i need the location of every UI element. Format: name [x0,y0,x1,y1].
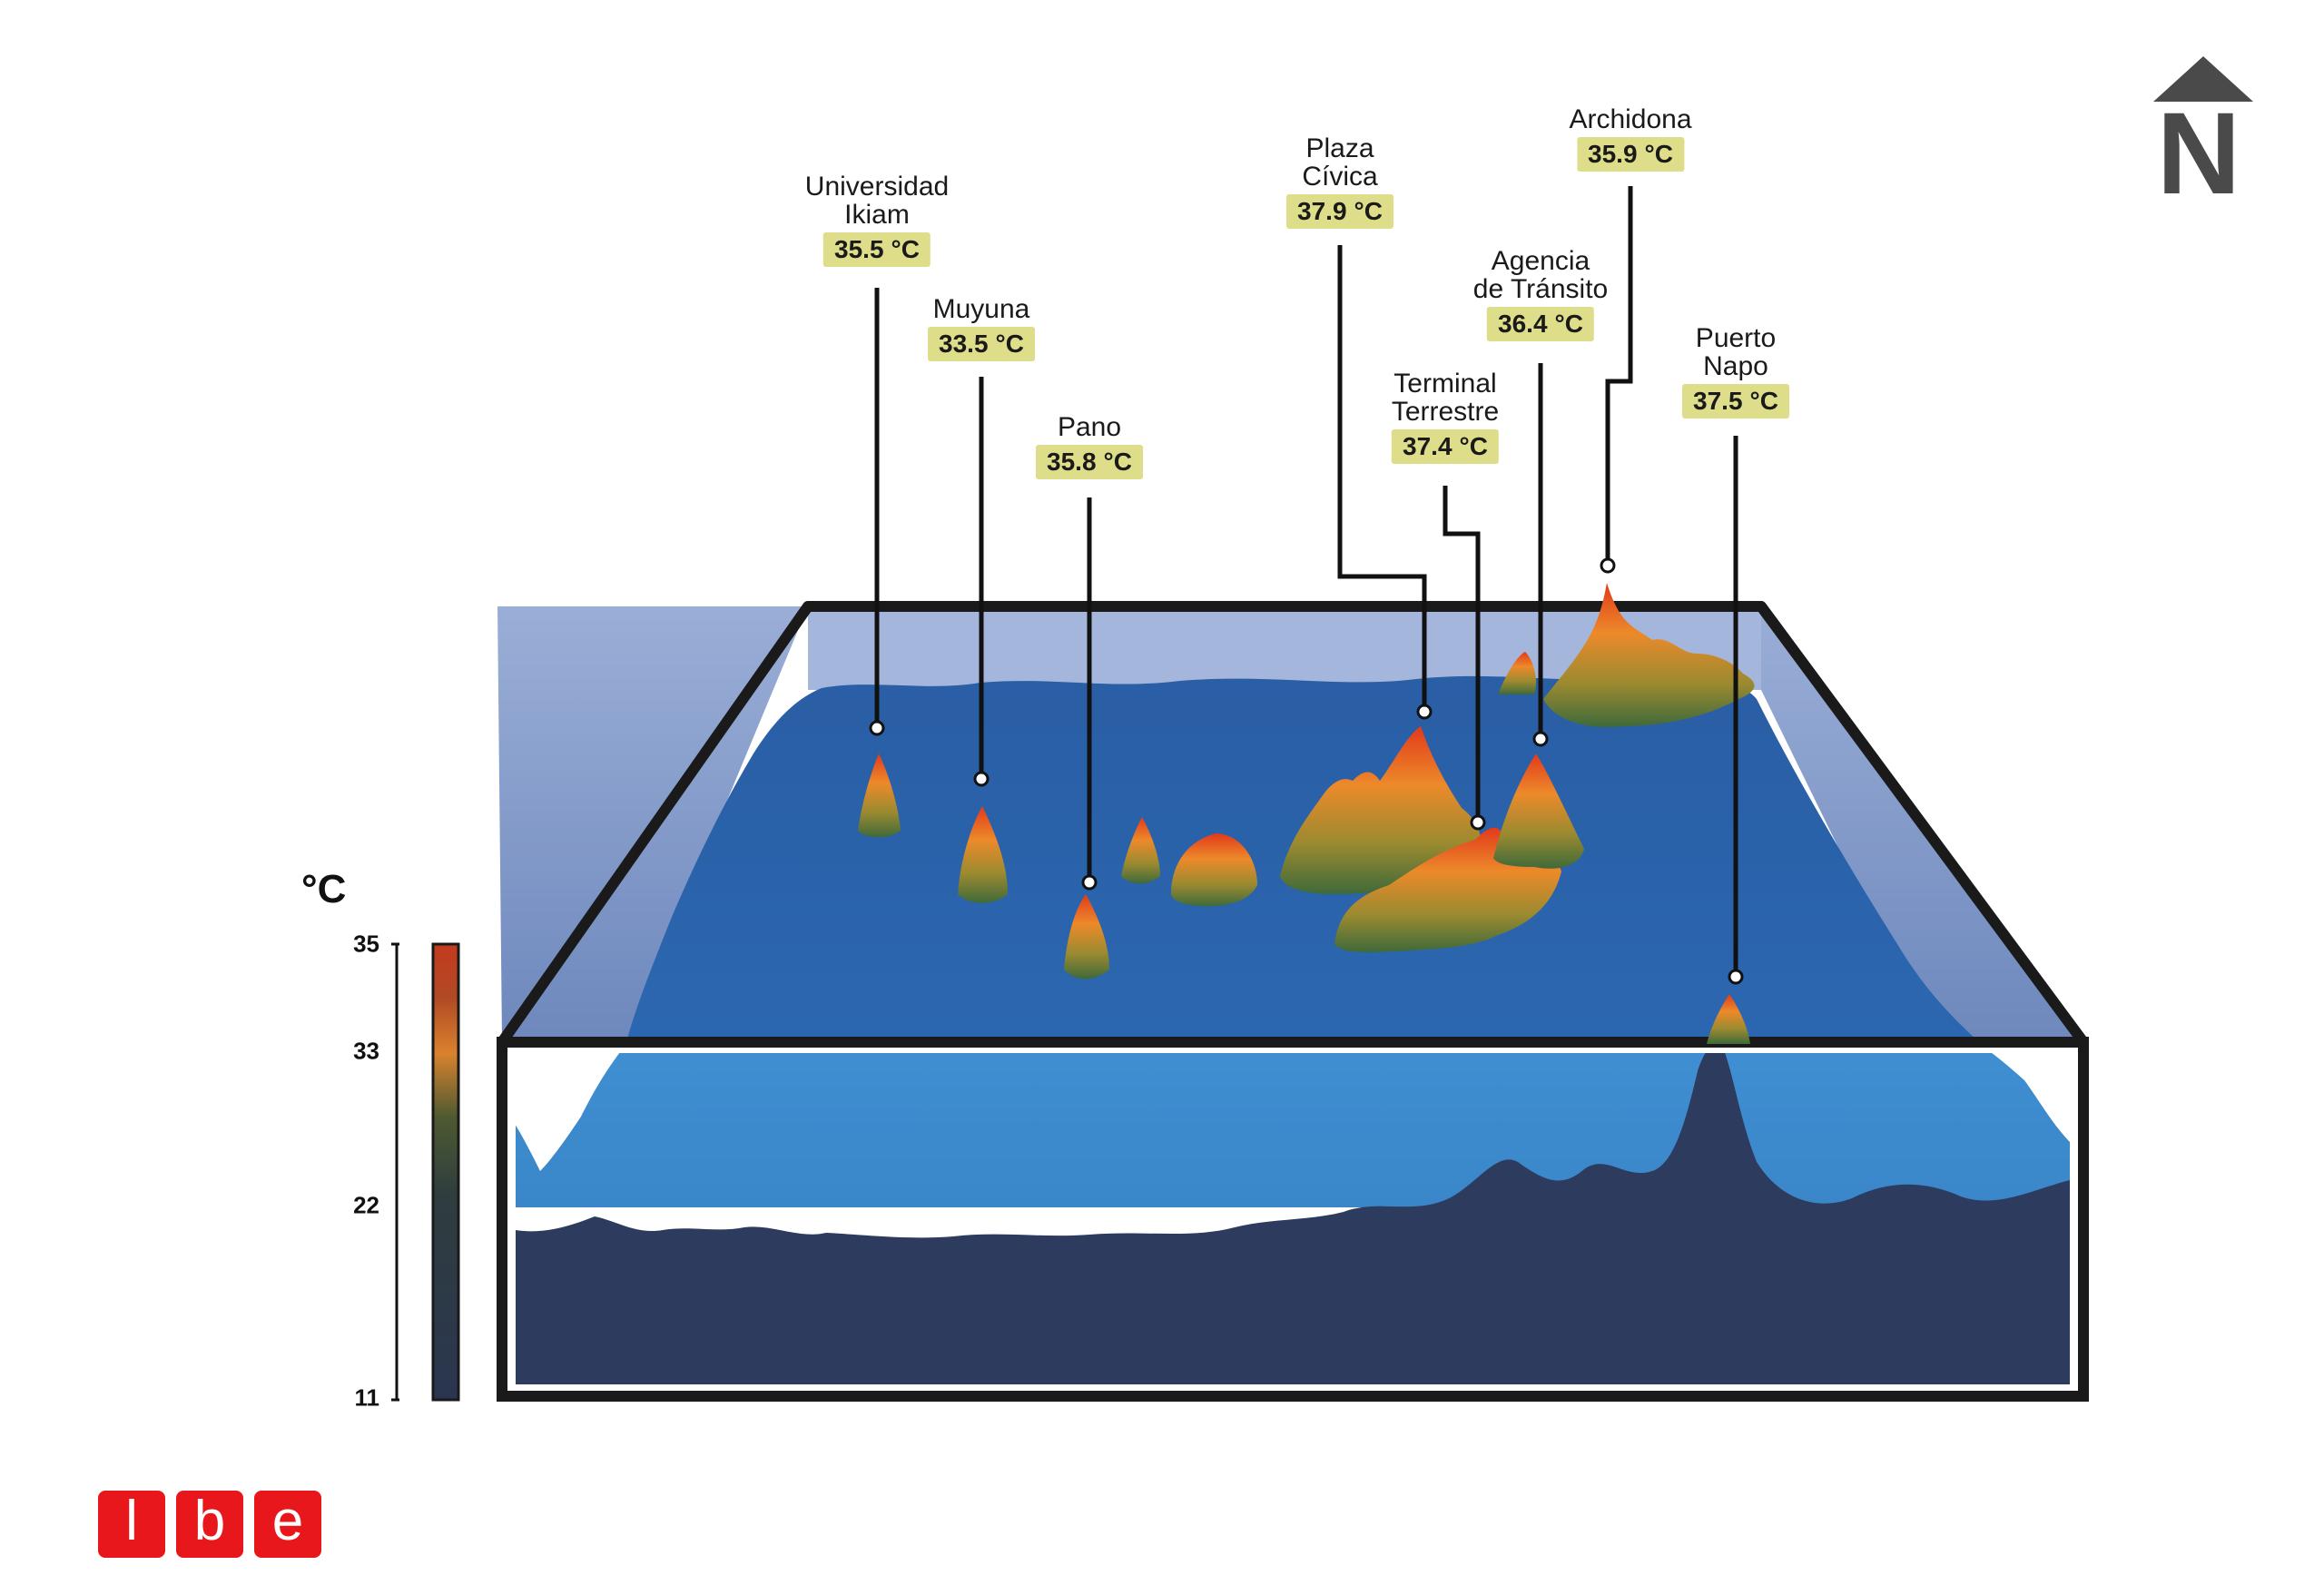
station-name: Pano [1057,412,1122,442]
station-label-pano: Pano 35.8°C [1036,413,1143,479]
station-name: Terminal Terrestre [1391,369,1500,427]
scale-tick-label: 35 [353,930,379,958]
temperature-badge: 33.5°C [928,327,1035,361]
peak-rounded-center [1171,833,1257,907]
temperature-value: 35.8 [1047,448,1097,476]
color-scale-axis [391,942,399,1402]
marker-transito [1532,731,1549,747]
marker-muyuna [973,771,990,787]
leader-archidona [1605,186,1633,566]
temperature-badge: 36.4°C [1487,307,1594,341]
temperature-unit: °C [1354,197,1383,225]
marker-ikiam [869,720,885,736]
logo-letter: b [176,1491,243,1558]
peak-muyuna [958,806,1008,903]
temperature-value: 35.5 [834,235,884,263]
temperature-value: 37.4 [1403,432,1452,460]
front-white-edge-left [513,1044,626,1171]
station-label-agencia-transito: Agencia de Tránsito 36.4°C [1473,247,1608,341]
scale-tick-label: 22 [353,1191,379,1219]
box-front-frame [497,1037,2089,1402]
scale-tick-label: 11 [354,1383,380,1412]
marker-pano [1081,874,1098,891]
temperature-badge: 37.5°C [1682,384,1789,418]
temperature-badge: 37.9°C [1286,194,1393,229]
temperature-unit: °C [1103,448,1132,476]
peak-small-archidona [1498,652,1536,694]
temperature-unit: °C [995,330,1024,358]
temperature-unit: °C [1749,387,1778,415]
marker-napo [1728,969,1744,985]
leader-plaza [1337,245,1427,712]
station-label-puerto-napo: Puerto Napo 37.5°C [1682,324,1789,418]
station-label-muyuna: Muyuna 33.5°C [928,295,1035,361]
temperature-value: 37.9 [1297,197,1347,225]
temperature-unit: °C [1554,310,1583,338]
peak-puerto-napo [1707,994,1750,1044]
scale-unit-label: °C [301,867,347,911]
temperature-badge: 35.8°C [1036,445,1143,479]
terrain-peaks [858,583,1755,1044]
station-label-terminal-terrestre: Terminal Terrestre 37.4°C [1392,369,1499,464]
north-letter: N [2156,89,2241,219]
marker-terminal [1470,814,1486,831]
logo-letter: l [98,1491,165,1558]
box-front-inner-white [507,1048,2078,1391]
station-name: Muyuna [932,294,1030,324]
peak-small-center [1121,817,1160,884]
temperature-value: 37.5 [1693,387,1743,415]
peak-archidona-mountain [1543,583,1755,727]
station-markers [869,557,1744,985]
front-water-face [516,1042,2070,1207]
peak-pano [1064,894,1109,980]
leader-terminal [1443,486,1481,822]
temperature-value: 33.5 [939,330,989,358]
peak-transito [1493,753,1584,869]
front-ground-profile [516,1044,2070,1384]
station-name: Agencia de Tránsito [1472,246,1609,304]
temperature-value: 35.9 [1588,140,1638,168]
peak-plaza-civica-massif [1280,726,1481,894]
station-label-plaza-civica: Plaza Cívica 37.9°C [1286,134,1393,229]
front-white-edge-right [1979,1044,2072,1144]
temperature-badge: 35.9°C [1577,137,1684,172]
logo-letter: e [254,1491,321,1558]
temperature-value: 36.4 [1498,310,1548,338]
scale-tick-label: 33 [353,1037,379,1065]
station-name: Archidona [1569,104,1692,134]
station-name: Puerto Napo [1695,323,1777,381]
marker-archidona [1600,557,1616,574]
peak-ikiam [858,753,901,838]
color-scale-bar [431,942,460,1402]
temperature-badge: 35.5°C [823,232,931,267]
north-arrow-icon [2153,56,2253,102]
temperature-unit: °C [1644,140,1673,168]
temperature-badge: 37.4°C [1392,429,1499,464]
station-label-archidona: Archidona 35.9°C [1569,104,1692,172]
station-name: Plaza Cívica [1302,133,1378,192]
temperature-unit: °C [891,235,920,263]
station-label-ikiam: Universidad Ikiam 35.5°C [805,172,949,267]
leader-lines [874,186,1738,977]
station-name: Universidad Ikiam [804,172,950,230]
marker-plaza [1416,704,1433,720]
temperature-unit: °C [1459,432,1488,460]
